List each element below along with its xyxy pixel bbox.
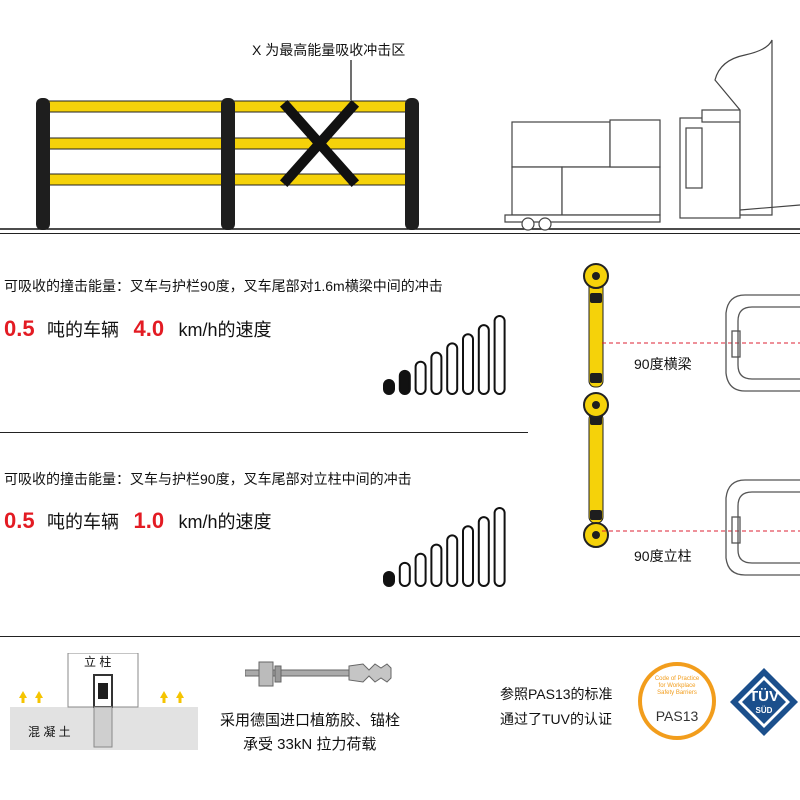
level-bar [446, 342, 459, 395]
level-bar [414, 552, 427, 587]
level-bar [398, 561, 411, 587]
level-bar [477, 324, 490, 395]
divider-top [0, 233, 800, 234]
impact-beam-mass: 0.5 [4, 316, 35, 341]
impact-beam-heading: 可吸收的撞击能量：叉车与护栏90度，叉车尾部对1.6m横梁中间的冲击 [4, 278, 443, 294]
level-bar [430, 351, 443, 395]
impact-post-mass-unit: 吨的车辆 [47, 512, 120, 532]
level-bar [430, 543, 443, 587]
impact-post-level-indicator [383, 507, 506, 588]
label-beam-90: 90度横梁 [634, 356, 692, 372]
level-bar [398, 369, 411, 395]
impact-beam-level-indicator [383, 315, 506, 396]
level-bar [493, 507, 506, 587]
tuv-logo: TÜV SÜD [728, 666, 800, 738]
impact-post-speed-unit: km/h的速度 [178, 512, 272, 532]
anchor-section-illustration [10, 652, 198, 750]
anchor-post-label: 立 柱 [84, 655, 112, 669]
pas13-badge-label: PAS13 [655, 708, 699, 724]
level-bar [462, 333, 474, 396]
forklift-rear-outline [725, 294, 800, 576]
impact-beam-mass-unit: 吨的车辆 [47, 320, 120, 340]
divider-bottom [0, 636, 800, 637]
pas13-badge-top-text: Code of Practice for Workplace Safety Ba… [654, 676, 700, 696]
pas13-badge: Code of Practice for Workplace Safety Ba… [638, 662, 716, 740]
tuv-label: TÜV [749, 688, 779, 705]
impact-beam-speed: 4.0 [133, 316, 165, 341]
level-bar [446, 534, 459, 587]
cert-text-1: 参照PAS13的标准 [500, 686, 613, 702]
level-bar [493, 315, 506, 395]
anchor-concrete-label: 混 凝 土 [28, 725, 71, 739]
barrier-posts [36, 98, 419, 230]
impact-post-speed: 1.0 [133, 508, 165, 533]
anchor-text-2: 承受 33kN 拉力荷载 [243, 736, 377, 753]
level-bar [383, 379, 395, 395]
impact-beam-values: 0.5 吨的车辆 4.0 km/h的速度 [4, 316, 272, 342]
level-bar [383, 571, 395, 587]
label-post-90: 90度立柱 [634, 548, 692, 564]
anchor-diagram: 立 柱 混 凝 土 [10, 652, 198, 750]
level-bar [414, 360, 427, 395]
anchor-bolt-icon [245, 661, 392, 687]
forklift-illustration [504, 39, 800, 231]
level-bar [462, 525, 474, 588]
top-view-post-caps [583, 263, 609, 548]
barrier-forklift-illustration [0, 39, 800, 231]
level-bar [477, 516, 490, 587]
impact-post-mass: 0.5 [4, 508, 35, 533]
impact-beam-speed-unit: km/h的速度 [178, 320, 272, 340]
tuv-sub-label: SÜD [755, 706, 773, 715]
x-zone-caption: X 为最高能量吸收冲击区 [252, 42, 406, 58]
impact-post-values: 0.5 吨的车辆 1.0 km/h的速度 [4, 508, 272, 534]
cert-text-2: 通过了TUV的认证 [500, 711, 612, 727]
x-mark [279, 99, 360, 188]
impact-post-heading: 可吸收的撞击能量：叉车与护栏90度，叉车尾部对立柱中间的冲击 [4, 471, 412, 487]
anchor-text-1: 采用德国进口植筋胶、锚栓 [220, 712, 401, 729]
top-view-diagram [583, 263, 800, 576]
divider-mid [0, 432, 528, 433]
